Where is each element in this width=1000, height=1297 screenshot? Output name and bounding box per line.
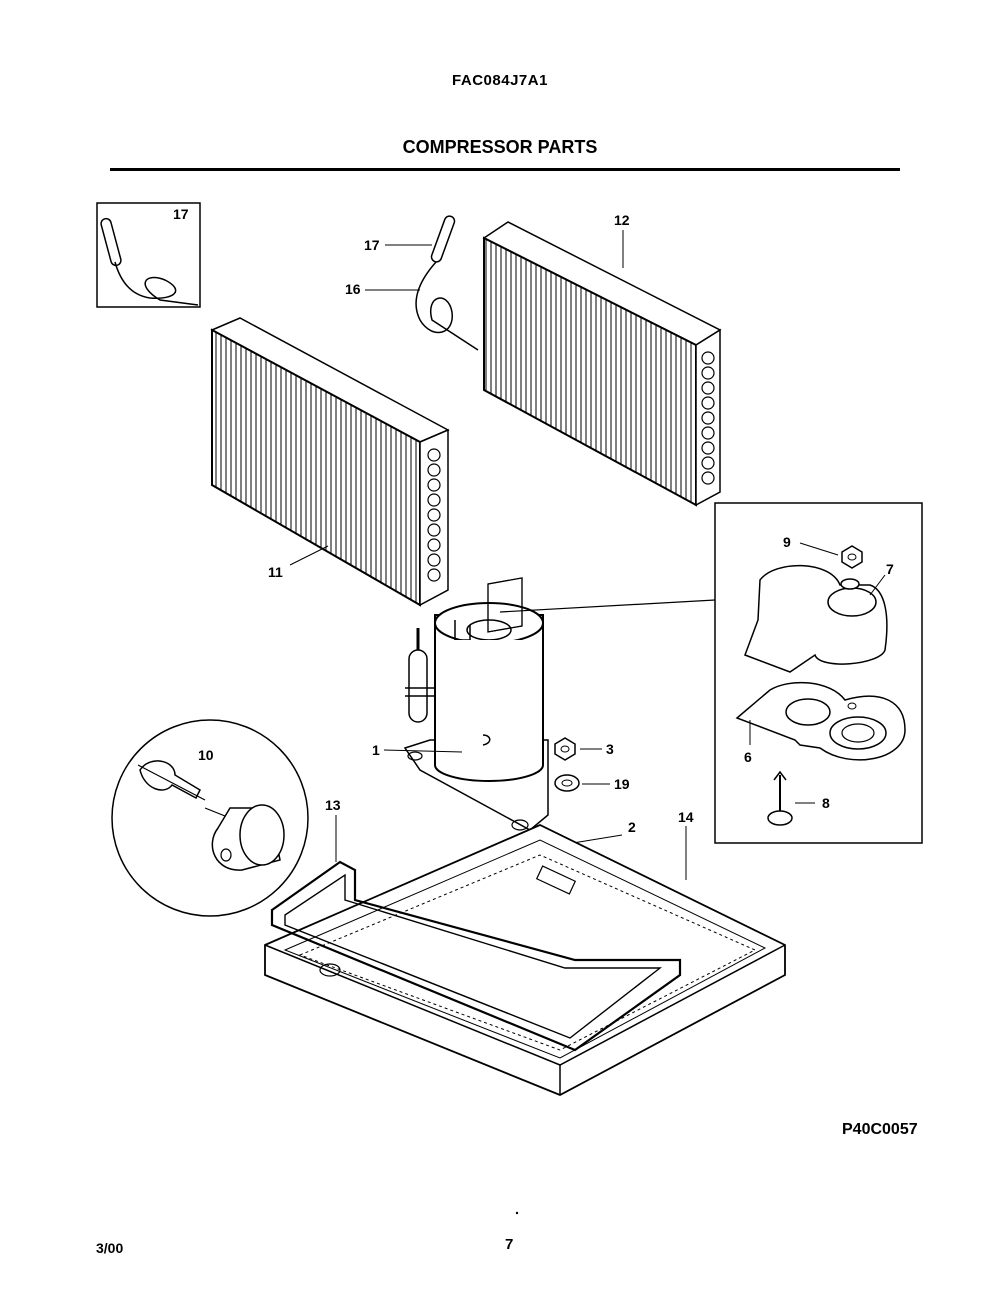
callout-9: 9 — [783, 534, 791, 550]
callout-2: 2 — [628, 819, 636, 835]
callout-19: 19 — [614, 776, 630, 792]
callout-17-inset: 17 — [173, 206, 189, 222]
inset-thermistor — [96, 202, 201, 308]
callout-13: 13 — [325, 797, 341, 813]
thermistor-16-17 — [365, 215, 479, 351]
callout-labels: 17 17 16 12 11 9 7 6 8 10 1 3 19 13 2 14 — [173, 206, 894, 835]
callout-16: 16 — [345, 281, 361, 297]
callout-6: 6 — [744, 749, 752, 765]
title-rule — [110, 168, 900, 171]
callout-1: 1 — [372, 742, 380, 758]
drawing-code: P40C0057 — [842, 1121, 918, 1138]
stray-dot — [515, 1211, 519, 1215]
callout-3: 3 — [606, 741, 614, 757]
base-pan-14 — [264, 824, 786, 1096]
callout-14: 14 — [678, 809, 694, 825]
inset-terminal-cover — [714, 502, 923, 844]
callout-10: 10 — [198, 747, 214, 763]
nut-washer-3-19 — [554, 737, 610, 792]
model-number: FAC084J7A1 — [452, 72, 548, 89]
coil-12 — [482, 221, 722, 507]
inset-overload-10 — [111, 719, 309, 917]
coil-11 — [210, 317, 450, 607]
callout-8: 8 — [822, 795, 830, 811]
revision-date: 3/00 — [96, 1240, 124, 1256]
compressor-1 — [383, 577, 549, 831]
callout-11: 11 — [268, 564, 283, 580]
callout-12: 12 — [614, 212, 630, 228]
bracket-13 — [270, 815, 682, 1052]
page-title: COMPRESSOR PARTS — [402, 137, 598, 157]
page-number: 7 — [505, 1236, 514, 1253]
callout-7: 7 — [886, 561, 894, 577]
callout-17: 17 — [364, 237, 380, 253]
